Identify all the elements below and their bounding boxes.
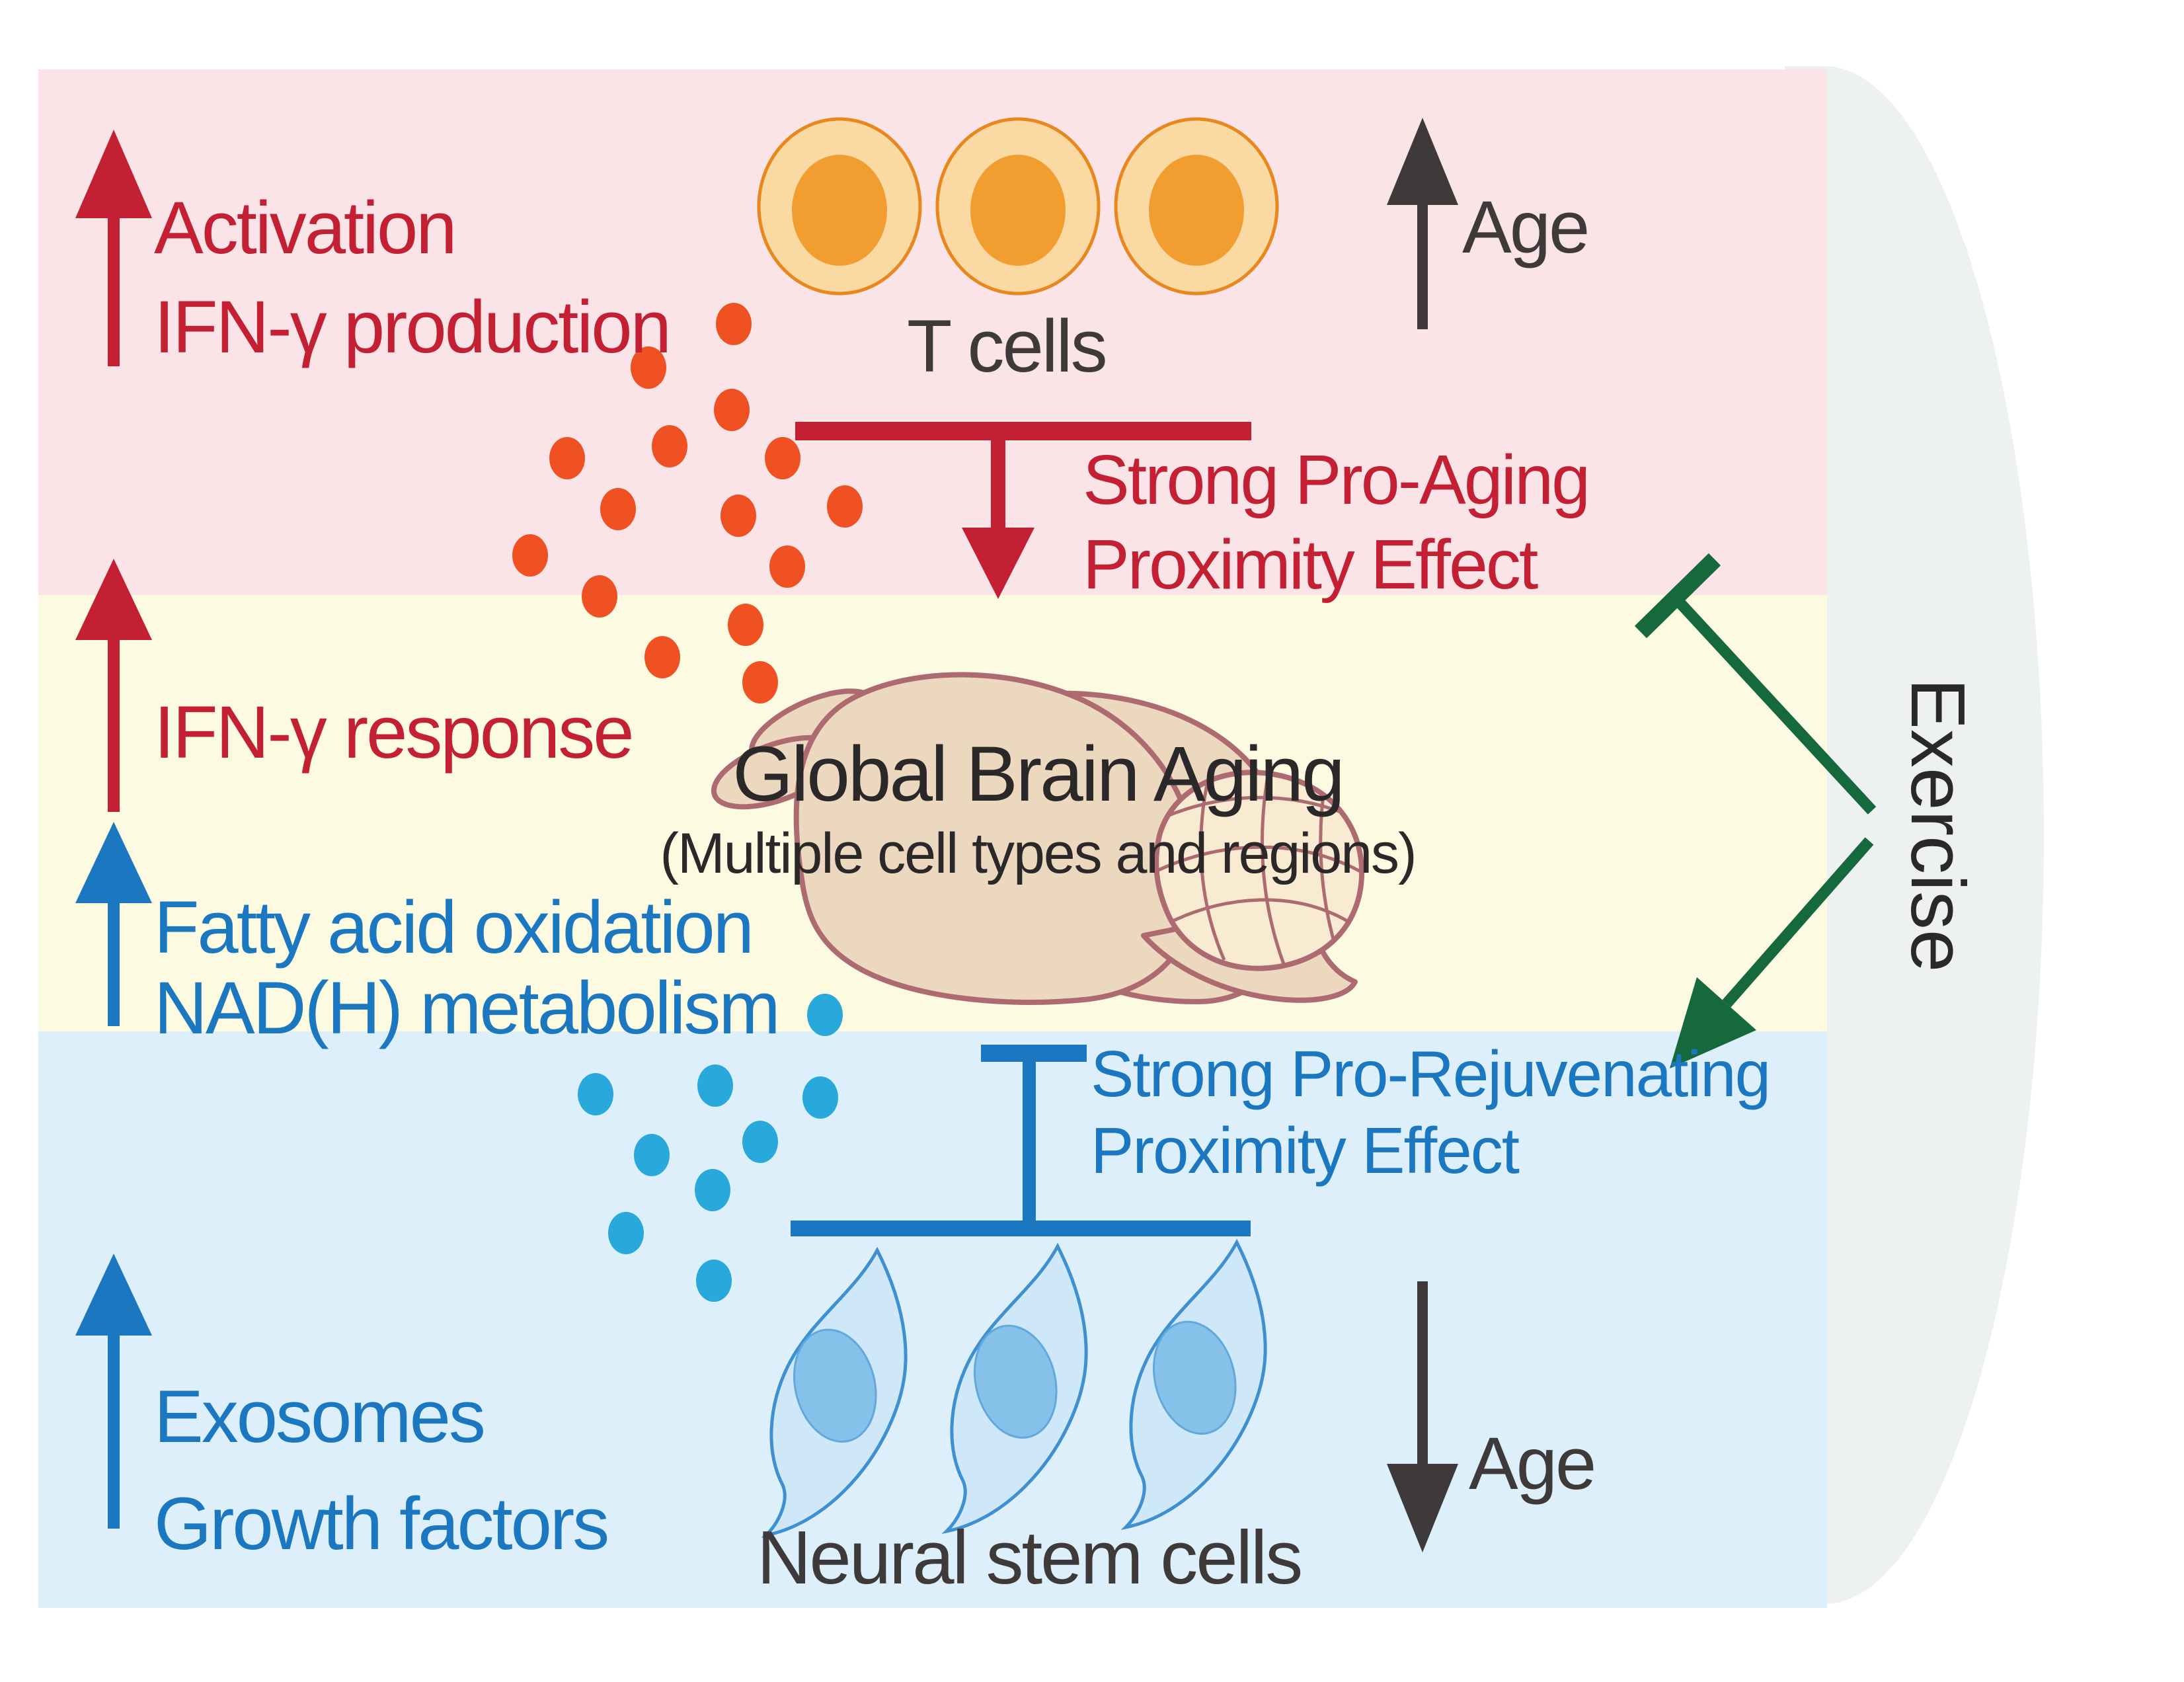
t-cell (757, 117, 922, 296)
ifn-gamma-molecule-dot (728, 604, 763, 646)
t-cell (935, 117, 1101, 296)
t-cells-label: T cells (907, 305, 1108, 387)
t-cells-group (757, 117, 1279, 296)
ifn-gamma-molecule-dot (652, 425, 687, 467)
exosome-growth-factor-dots (578, 994, 843, 1302)
neural-stem-cell (1120, 1238, 1267, 1531)
ifn-gamma-molecule-dot (714, 389, 750, 431)
cerebellum (1153, 770, 1365, 971)
pro-rejuvenating-inhibitor-symbol (791, 1045, 1251, 1236)
age-decrease-arrow (1387, 1281, 1458, 1552)
exosomes-line-1: Exosomes (154, 1375, 486, 1458)
ifn-gamma-molecule-dot (827, 485, 863, 528)
ifn-gamma-molecule-dot (600, 488, 636, 530)
t-cell-band (38, 69, 1827, 595)
fatty-acid-line-1: Fatty acid oxidation (154, 886, 754, 969)
exercise-promotion-arrow (1670, 837, 1874, 1068)
fatty-acid-line-2: NAD(H) metabolism (154, 967, 781, 1049)
exosome-growth-factor-dot (802, 1076, 838, 1119)
age-label-bottom: Age (1469, 1422, 1596, 1505)
pro-rejuvenating-label: Strong Pro-Rejuvenating Proximity Effect (1091, 1035, 1771, 1189)
exosome-growth-factor-dot (696, 1260, 732, 1302)
neural-stem-cell (941, 1242, 1088, 1535)
pro-aging-line-1: Strong Pro-Aging (1083, 441, 1590, 519)
ifn-gamma-molecule-dot (769, 545, 805, 588)
age-label-top: Age (1462, 186, 1590, 268)
t-cell (1114, 117, 1279, 296)
exercise-label: Exercise (1895, 678, 1981, 973)
pro-aging-inhibitor-symbol (795, 422, 1251, 599)
ifn-gamma-molecule-dot (765, 437, 800, 479)
mouse-brain-illustration (711, 672, 1365, 1005)
ifn-response-label: IFN-γ response (154, 691, 635, 774)
fatty-acid-label: Fatty acid oxidation NAD(H) metabolism (154, 886, 781, 1049)
exosome-growth-factor-dot (578, 1073, 613, 1115)
exercise-inhibition-connector (1634, 553, 1877, 815)
ifn-gamma-molecule-dot (582, 575, 617, 618)
pro-rejuvenating-line-2: Proximity Effect (1091, 1114, 1520, 1187)
global-brain-aging-subtitle: (Multiple cell types and regions) (660, 822, 1417, 885)
exosomes-up-arrow (75, 1254, 152, 1529)
ifn-gamma-molecule-dot (631, 346, 666, 389)
fatty-acid-up-arrow (75, 822, 152, 1026)
ifn-gamma-molecule-dot (716, 303, 752, 345)
ifn-gamma-molecule-dot (644, 636, 680, 678)
exosome-growth-factor-dot (697, 1064, 733, 1107)
exosome-growth-factor-dot (634, 1134, 670, 1176)
pro-rejuvenating-line-1: Strong Pro-Rejuvenating (1091, 1037, 1771, 1110)
activation-line-2: IFN-γ production (154, 286, 672, 368)
exosomes-line-2: Growth factors (154, 1482, 609, 1565)
cerebellum-folia-pattern (1156, 772, 1362, 965)
ifn-gamma-molecule-dot (549, 437, 585, 479)
neural-stem-cells-group (761, 1238, 1267, 1539)
ifn-gamma-molecule-dot (721, 495, 756, 537)
ifn-gamma-molecule-dots (512, 303, 863, 703)
ifn-gamma-molecule-dot (742, 661, 778, 703)
pro-aging-label: Strong Pro-Aging Proximity Effect (1083, 438, 1590, 607)
exosomes-label: Exosomes Growth factors (154, 1363, 609, 1578)
age-increase-arrow (1387, 118, 1458, 329)
exosome-growth-factor-dot (608, 1212, 644, 1254)
activation-up-arrow (75, 130, 152, 366)
pro-aging-line-2: Proximity Effect (1083, 526, 1538, 604)
nsc-band (38, 1031, 1827, 1608)
exosome-growth-factor-dot (807, 994, 843, 1036)
exosome-growth-factor-dot (742, 1121, 778, 1163)
neural-stem-cell (761, 1246, 908, 1539)
exosome-growth-factor-dot (695, 1169, 730, 1211)
activation-line-1: Activation (154, 186, 457, 269)
activation-label: Activation IFN-γ production (154, 179, 672, 377)
ifn-response-up-arrow (75, 559, 152, 812)
global-brain-aging-title: Global Brain Aging (732, 731, 1345, 818)
ifn-gamma-molecule-dot (512, 534, 548, 577)
neural-stem-cells-label: Neural stem cells (757, 1516, 1303, 1600)
